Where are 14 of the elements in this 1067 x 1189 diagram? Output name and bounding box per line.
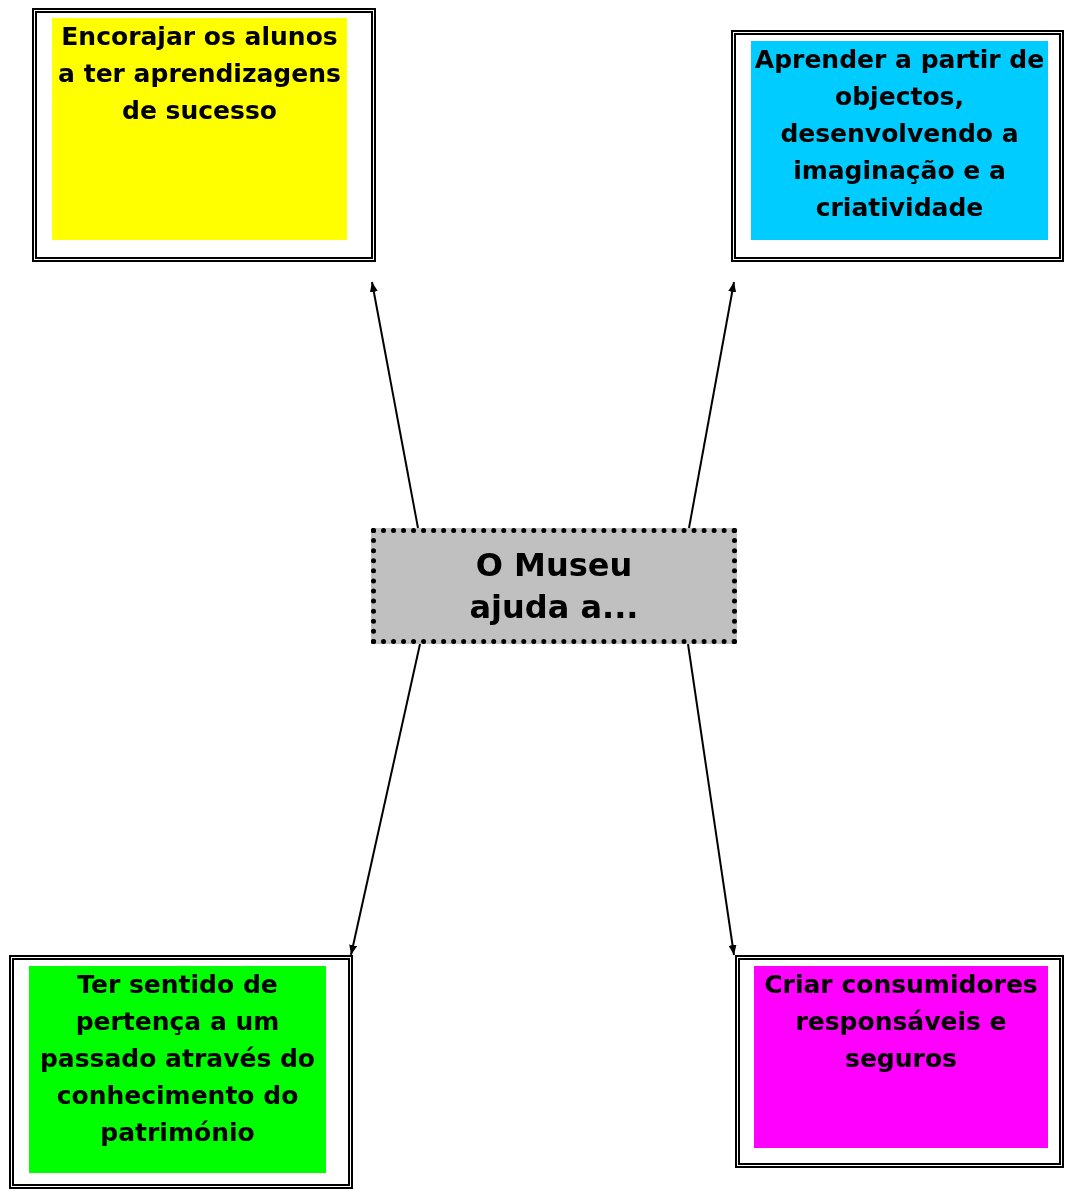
node-label: O Museu ajuda a... bbox=[468, 545, 640, 628]
node-label: Ter sentido de pertença a um passado através do conhecimento do património bbox=[38, 969, 317, 1149]
frame-box bbox=[32, 8, 376, 262]
node-label: Aprender a partir de objectos, desenvolvendo a imaginação e a criatividade bbox=[753, 44, 1046, 224]
frame-box bbox=[735, 955, 1064, 1168]
arrow bbox=[687, 643, 737, 956]
arrow bbox=[688, 281, 737, 529]
arrow bbox=[369, 281, 419, 529]
node-label: Criar consumidores responsáveis e seguros bbox=[763, 969, 1039, 1075]
arrow bbox=[349, 643, 421, 956]
central-box bbox=[371, 528, 737, 644]
node-label: Encorajar os alunos a ter aprendizagens de sucesso bbox=[57, 21, 342, 127]
frame-box bbox=[9, 955, 353, 1189]
frame-box bbox=[731, 30, 1064, 262]
